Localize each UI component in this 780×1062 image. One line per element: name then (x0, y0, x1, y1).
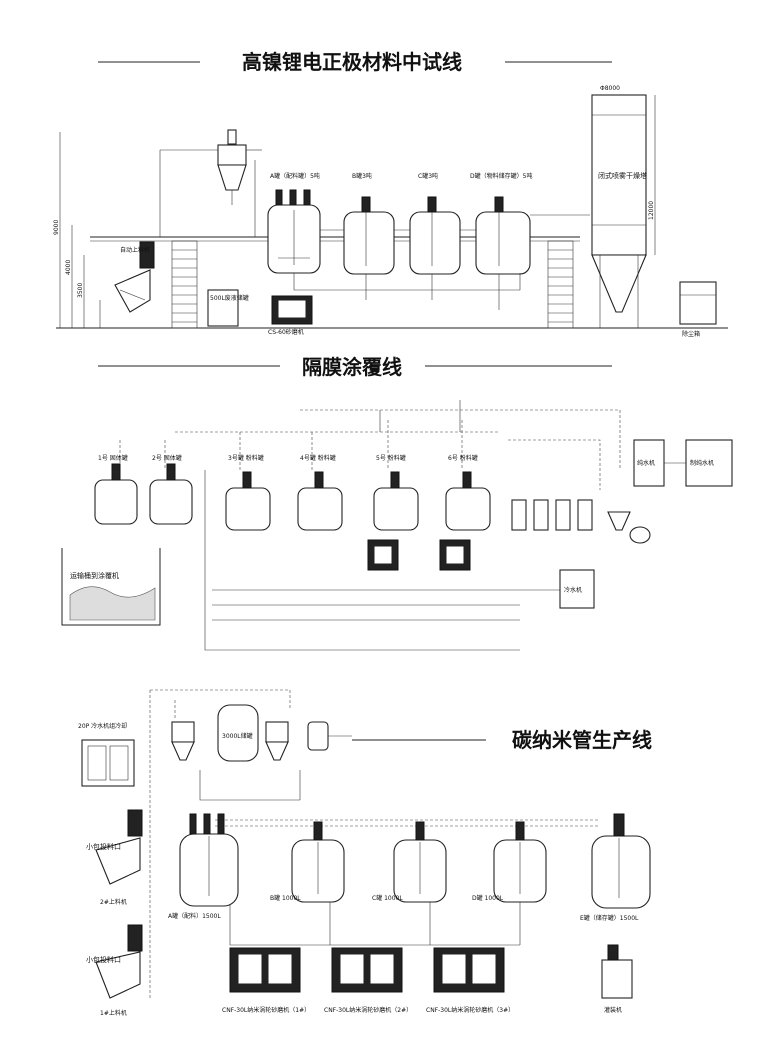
height-9000-label: 9000 (53, 220, 60, 235)
s2-tank-2 (149, 463, 193, 525)
height-4000-label: 4000 (65, 260, 72, 275)
s3-tank-c (393, 821, 447, 903)
water-machine-label: 冷水机 (564, 586, 582, 594)
s3-feeder-2 (95, 809, 143, 885)
water-machine (559, 569, 595, 609)
s2-mill-2 (439, 539, 471, 571)
s1-waste-kettle (207, 289, 239, 327)
s2-tank-4 (297, 471, 343, 531)
stairs-right (547, 240, 574, 329)
s3-mill-3-label: CNF-30L纳米涡轮砂磨机（3#） (426, 1006, 514, 1014)
s3-small-feed-2: 小包投料口 (86, 955, 121, 964)
s3-mill-3 (433, 947, 505, 993)
s3-cyclone-2 (265, 721, 289, 761)
pure-water-box (633, 439, 665, 487)
s3-mill-1 (229, 947, 301, 993)
conveyor-label: 运输桶到涂覆机 (70, 571, 119, 580)
s3-tank-d-label: D罐 1000L (472, 894, 504, 902)
s1-tank-d-label: D罐（物料储存罐）5吨 (470, 172, 532, 180)
s3-small-tank (307, 721, 329, 751)
s1-tank-a (267, 189, 321, 274)
s1-waste-kettle-label: 500L废液储罐 (210, 294, 249, 302)
s2-tank-5 (373, 471, 419, 531)
pure-water-label: 纯水机 (637, 459, 655, 467)
vacuum-feeder (159, 129, 262, 237)
s2-tank-6 (445, 471, 491, 531)
s2-tank-5-label: 5号 粉料罐 (376, 454, 406, 462)
spray-dryer (591, 94, 656, 328)
s3-tank-e-label: E罐（储存罐）1500L (580, 914, 639, 922)
dryer-height-label: 12000 (648, 201, 655, 220)
s3-tank-c-label: C罐 1000L (372, 894, 403, 902)
s3-feeder-2-label: 2#上料机 (100, 898, 127, 906)
s1-tank-c-label: C罐3吨 (418, 172, 438, 180)
s3-tank-a-label: A罐（配料）1500L (168, 912, 221, 920)
s2-tank-2-label: 2号 固体罐 (152, 454, 182, 462)
s3-filler (601, 944, 633, 999)
dust-collector (679, 281, 717, 325)
s2-tank-3 (225, 471, 271, 531)
s2-tank-4-label: 4号罐 粉料罐 (300, 454, 336, 462)
s1-mill-label: CS-60砂磨机 (268, 328, 304, 336)
s1-tank-b-label: B罐3吨 (352, 172, 372, 180)
s3-mill-2-label: CNF-30L纳米涡轮砂磨机（2#） (324, 1006, 412, 1014)
s1-mill (271, 295, 313, 325)
height-3500-label: 3500 (77, 283, 84, 298)
s2-tank-1-label: 1号 固体罐 (98, 454, 128, 462)
s3-tank-a (179, 813, 239, 907)
s3-tank-b (291, 821, 345, 903)
section2-title: 隔膜涂覆线 (302, 355, 402, 379)
s1-tank-c (409, 196, 461, 275)
stairs-left (171, 240, 198, 329)
s3-chiller-label: 20P 冷水机组冷却 (78, 722, 127, 730)
s3-cyclone-1 (171, 721, 195, 761)
s1-tank-a-label: A罐（配料罐）5吨 (270, 172, 320, 180)
chiller-label: 制纯水机 (690, 459, 714, 467)
chiller-box (685, 439, 733, 487)
s3-feeder-1 (95, 924, 143, 999)
s3-tank-d (493, 821, 547, 903)
s2-mill-1 (367, 539, 399, 571)
dryer-label: 闭式喷雾干燥塔 (598, 171, 647, 180)
dosing-set (511, 499, 651, 544)
dust-collector-label: 除尘箱 (682, 330, 700, 338)
s3-mill-1-label: CNF-30L纳米涡轮砂磨机（1#） (222, 1006, 310, 1014)
s2-tank-6-label: 6号 粉料罐 (448, 454, 478, 462)
conveyor-area (61, 548, 161, 626)
s2-tank-3-label: 3号罐 粉料罐 (228, 454, 264, 462)
s3-storage-3000 (217, 704, 259, 762)
s3-filler-label: 灌装机 (604, 1006, 622, 1014)
s3-storage-3000-label: 3000L储罐 (222, 732, 253, 740)
s1-tank-b (343, 196, 395, 275)
s3-mill-2 (331, 947, 403, 993)
s3-tank-b-label: B罐 1000L (270, 894, 301, 902)
section3-title: 碳纳米管生产线 (512, 728, 652, 752)
s2-tank-1 (94, 463, 138, 525)
auto-feeder-label: 自动上料机 (120, 246, 150, 254)
dryer-dimension-label: Φ8000 (600, 85, 620, 92)
section1-title: 高镍锂电正极材料中试线 (242, 50, 462, 74)
s1-tank-d (475, 196, 531, 275)
s3-small-feed-1: 小包投料口 (86, 842, 121, 851)
auto-feeder (99, 241, 155, 328)
s3-chiller-unit (81, 739, 135, 787)
s3-feeder-1-label: 1#上料机 (100, 1009, 127, 1017)
s3-tank-e (591, 813, 651, 909)
